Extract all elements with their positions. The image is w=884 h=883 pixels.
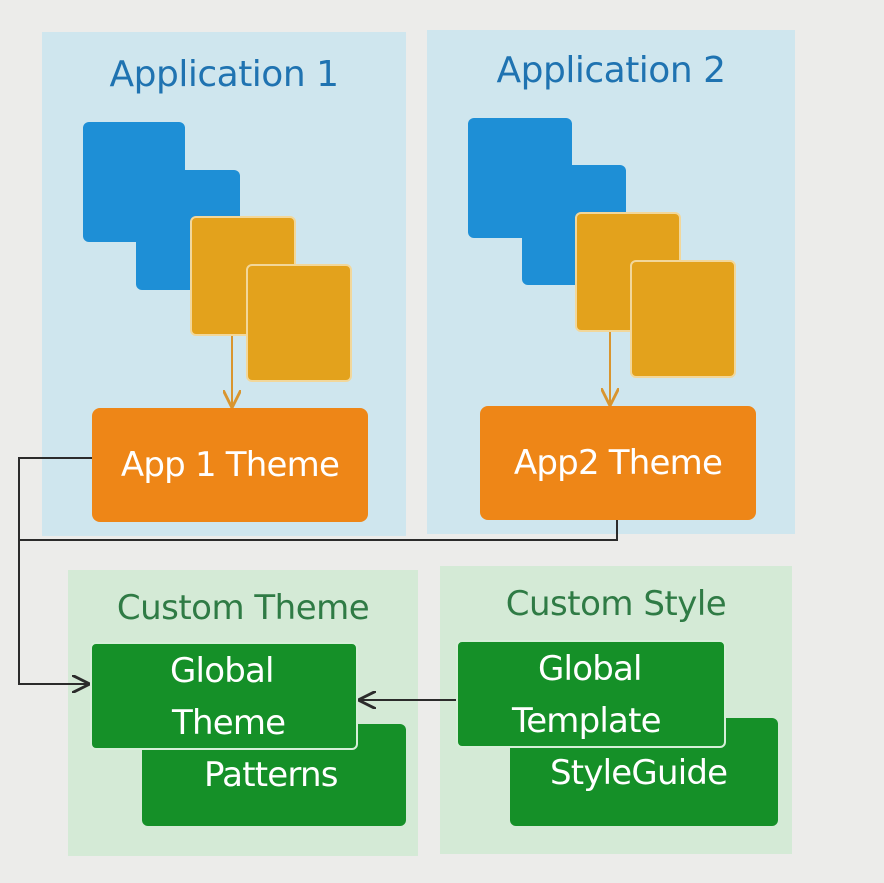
global-template-label-line1: Global [538,649,642,689]
app1-theme-box: App 1 Theme [92,408,368,522]
global-theme-box: Global Theme [90,642,358,750]
app2-theme-box: App2 Theme [480,406,756,520]
global-template-box: Global Template [456,640,726,748]
app2-module-card-4 [630,260,736,378]
application-2-title: Application 2 [496,50,727,91]
custom-style-title: Custom Style [505,584,727,624]
app1-module-card-4 [246,264,352,382]
application-1-title: Application 1 [109,54,340,95]
patterns-label: Patterns [204,755,338,795]
global-theme-label-line1: Global [170,651,274,691]
global-template-label-line2: Template [512,701,662,741]
styleguide-label: StyleGuide [550,753,728,793]
global-theme-label-line2: Theme [172,703,286,743]
custom-theme-title: Custom Theme [116,588,370,628]
